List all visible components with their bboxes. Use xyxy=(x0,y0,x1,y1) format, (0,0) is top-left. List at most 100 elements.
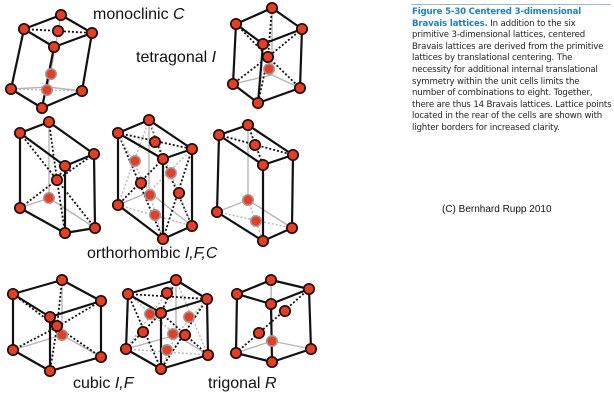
corner-lattice-point xyxy=(47,40,61,54)
corner-lattice-point xyxy=(285,221,299,235)
corner-lattice-point xyxy=(94,294,108,308)
corner-lattice-point xyxy=(185,142,199,156)
cell-edge xyxy=(160,353,209,371)
cell-edge xyxy=(10,88,43,109)
rear-edge xyxy=(235,340,273,354)
cell-edge xyxy=(49,355,102,373)
centering-lattice-point xyxy=(50,173,64,187)
corner-lattice-point xyxy=(55,273,69,287)
centering-guide xyxy=(216,211,293,229)
cell-edge xyxy=(271,7,303,30)
corner-lattice-point xyxy=(256,158,270,172)
corner-lattice-point xyxy=(226,77,240,91)
rear-lattice-point xyxy=(250,215,263,228)
corner-lattice-point xyxy=(201,348,215,362)
corner-lattice-point xyxy=(142,113,156,127)
corner-lattice-point xyxy=(286,148,300,162)
cell-edge xyxy=(234,293,239,354)
cell-edge xyxy=(19,207,66,234)
centering-guide xyxy=(56,153,95,181)
label-trigonal-centering: R xyxy=(264,375,277,392)
caption-title: Centered 3-dimensional Bravais lattices. xyxy=(412,7,582,29)
label-cubic: cubic I,F xyxy=(73,375,133,393)
label-orthorhombic-centering: I,F,C xyxy=(184,245,218,262)
centering-guide xyxy=(127,293,177,336)
cell-edge xyxy=(124,293,130,350)
cell-edge xyxy=(61,279,102,302)
cell-edge xyxy=(205,298,210,356)
bravais-lattices-figure xyxy=(4,1,318,378)
cell-edge xyxy=(216,211,264,242)
rear-lattice-point xyxy=(129,155,142,168)
corner-lattice-point xyxy=(169,273,183,287)
centering-lattice-point xyxy=(148,135,162,149)
label-cubic-centering: I,F xyxy=(114,375,134,392)
centering-guide xyxy=(127,293,208,300)
corner-lattice-point xyxy=(154,362,168,376)
corner-lattice-point xyxy=(302,282,316,296)
centering-lattice-point xyxy=(136,325,150,339)
rear-lattice-point xyxy=(55,328,68,341)
centering-lattice-point xyxy=(51,24,65,38)
rear-edge xyxy=(148,191,193,227)
cell-edge xyxy=(9,28,26,90)
corner-lattice-point xyxy=(17,22,31,36)
cell-edge xyxy=(12,278,63,296)
centering-lattice-point xyxy=(134,176,148,190)
rear-edge xyxy=(271,340,312,350)
centering-guide xyxy=(267,56,301,89)
corner-lattice-point xyxy=(58,159,72,173)
rear-edge xyxy=(48,197,96,229)
cell-edge xyxy=(125,348,162,370)
lattice-orthorhombic-C xyxy=(210,118,300,248)
rear-lattice-point xyxy=(183,310,196,323)
cell-edge xyxy=(12,293,51,318)
corner-lattice-point xyxy=(13,201,27,215)
corner-lattice-point xyxy=(85,26,99,40)
lattice-orthorhombic-F xyxy=(111,113,199,246)
cell-edge xyxy=(127,293,162,314)
rear-lattice-point xyxy=(149,209,162,222)
corner-lattice-point xyxy=(241,118,255,132)
corner-lattice-point xyxy=(75,84,89,98)
centering-guide xyxy=(117,204,193,227)
rear-lattice-point xyxy=(40,84,53,97)
label-trigonal-name: trigonal xyxy=(208,375,261,392)
centering-lattice-point xyxy=(178,328,192,342)
cell-edge xyxy=(175,279,208,300)
corner-lattice-point xyxy=(295,22,309,36)
cell-edge xyxy=(270,278,310,291)
label-tetragonal-centering: I xyxy=(211,49,217,66)
centering-lattice-point xyxy=(50,319,64,333)
corner-lattice-point xyxy=(154,306,168,320)
rear-lattice-point xyxy=(167,327,180,340)
corner-lattice-point xyxy=(264,297,278,311)
rear-lattice-point xyxy=(262,62,275,75)
rear-lattice-point xyxy=(265,334,278,347)
centering-guide xyxy=(218,134,294,156)
centering-guide xyxy=(48,121,58,181)
cell-edge xyxy=(53,31,93,49)
centering-guide xyxy=(232,56,269,85)
label-orthorhombic: orthorhombic I,F,C xyxy=(87,245,217,263)
cell-edge xyxy=(247,124,294,156)
label-cubic-name: cubic xyxy=(73,375,111,392)
corner-lattice-point xyxy=(43,310,57,324)
corner-lattice-point xyxy=(229,346,243,360)
figure-caption: Figure 5-30 Centered 3-dimensional Brava… xyxy=(412,7,612,135)
label-orthorhombic-name: orthorhombic xyxy=(87,245,181,262)
cell-edge xyxy=(215,134,221,213)
lattice-trigonal-R xyxy=(229,273,318,369)
cell-edge xyxy=(148,119,193,150)
cell-edge xyxy=(117,132,164,160)
lattice-orthorhombic-I xyxy=(13,115,102,240)
corner-lattice-point xyxy=(88,221,102,235)
corner-lattice-point xyxy=(58,226,72,240)
label-tetragonal-name: tetragonal xyxy=(136,49,208,66)
cell-edge xyxy=(269,303,274,363)
cell-edge xyxy=(218,134,264,166)
cell-edge xyxy=(290,154,295,229)
corner-lattice-point xyxy=(4,82,18,96)
corner-lattice-point xyxy=(111,198,125,212)
rear-lattice-point xyxy=(144,189,157,202)
